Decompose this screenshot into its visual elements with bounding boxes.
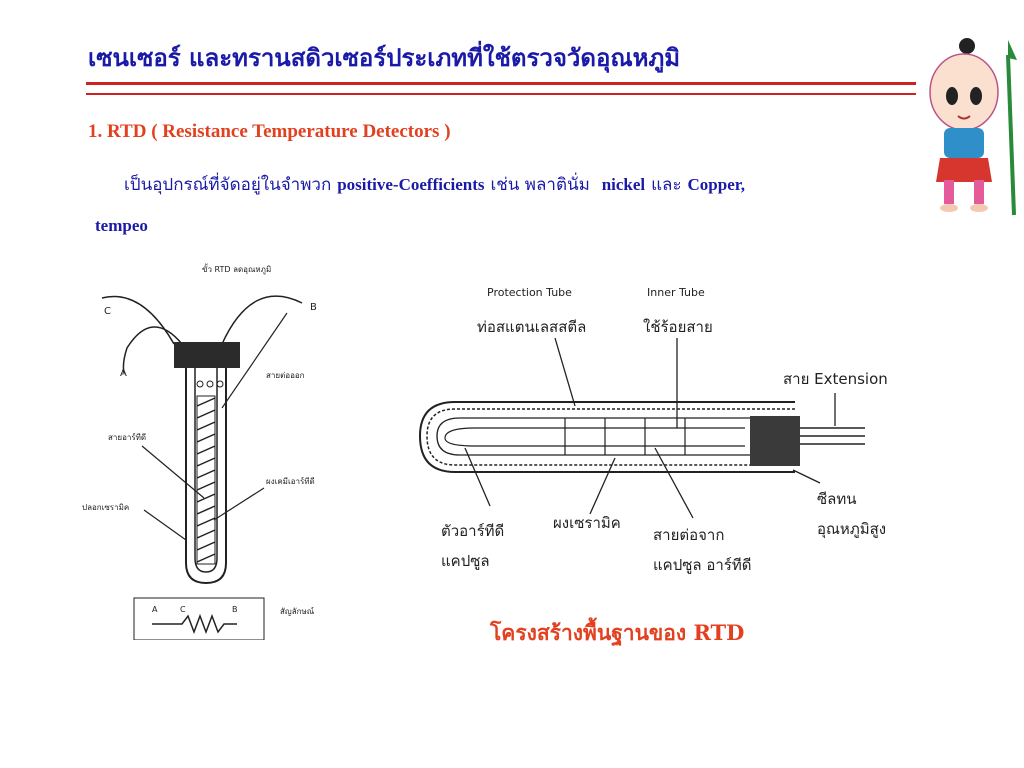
label-rtd-wire: สายอาร์ทีดี [108, 432, 146, 442]
lead-b [221, 295, 303, 345]
body-arrow [213, 487, 265, 521]
lead-c [101, 295, 175, 345]
label-inner-tube-en: Inner Tube [647, 286, 705, 299]
label-protection-tube-th: ท่อสแตนเลสสตีล [477, 318, 586, 336]
terminal-3 [216, 380, 224, 388]
label-a: A [120, 368, 127, 379]
label-sealant-1: ซีลทน [817, 490, 857, 508]
sym-label-c: C [180, 605, 186, 614]
description-line-2: tempeo [95, 216, 148, 235]
protection-tube-outer [418, 401, 795, 473]
probe-inner [194, 368, 218, 573]
title-rule [86, 82, 916, 95]
desc-term-1: positive-Coefficients [337, 175, 485, 194]
lead-a [122, 326, 183, 374]
desc-text-2: เช่น พลาตินั่ม [490, 175, 590, 195]
mascot-mouth [957, 115, 971, 120]
label-body: ผงเคมีเอาร์ทีดี [266, 476, 315, 486]
mascot-shirt [944, 128, 984, 158]
label-rtd-capsule-1: ตัวอาร์ทีดี [441, 522, 504, 540]
probe-sheath [185, 368, 227, 585]
inner-tube [436, 417, 755, 456]
label-wire-from-1: สายต่อจาก [653, 526, 724, 544]
label-sheath: ปลอกเซรามิค [82, 503, 129, 512]
protection-tube-inner [426, 408, 795, 466]
desc-text-3: และ [651, 175, 682, 195]
label-protection-tube-en: Protection Tube [487, 286, 572, 299]
rtd-wire-arrow [141, 445, 205, 499]
sheath-arrow [143, 509, 187, 541]
mascot-leg-right [974, 180, 984, 204]
lead-wire-arrow [221, 312, 288, 409]
resistor-symbol [152, 613, 237, 635]
mascot-staff-tip [1008, 40, 1017, 60]
rtd-element [196, 395, 216, 565]
terminal-2 [206, 380, 214, 388]
desc-term-2: nickel [601, 175, 646, 194]
probe-top-label: ขั้ว RTD ลดอุณหภูมิ [202, 263, 271, 275]
mascot-illustration [929, 38, 1017, 216]
symbol-box [133, 597, 265, 640]
terminal-1 [196, 380, 204, 388]
mascot-foot-right [970, 204, 988, 212]
mascot-eye-left [946, 87, 958, 105]
rtd-probe-diagram: ขั้ว RTD ลดอุณหภูมิ C A B สายต่อออก สายอ… [82, 263, 317, 640]
sym-label-a: A [152, 605, 158, 614]
label-inner-tube-th: ใช้ร้อยสาย [643, 318, 713, 336]
label-ceramic: ผงเซรามิค [553, 514, 621, 532]
protection-arrow [554, 337, 576, 407]
mascot-topknot [959, 38, 975, 54]
figure-caption: โครงสร้างพื้นฐานของ RTD [490, 620, 745, 645]
label-wire-from-2: แคปซูล อาร์ทีดี [653, 556, 751, 574]
mascot-foot-left [940, 204, 958, 212]
label-b: B [310, 302, 317, 313]
ceramic-arrow [589, 457, 616, 515]
desc-term-3: Copper, [687, 175, 745, 194]
rtd-capsule-loop [444, 427, 476, 447]
label-lead-wire: สายต่อออก [266, 371, 305, 380]
mascot-eye-right [970, 87, 982, 105]
rtd-winding [196, 397, 216, 563]
probe-head [174, 342, 240, 368]
capsule-arrow [464, 447, 491, 507]
label-sealant-2: อุณหภูมิสูง [817, 520, 886, 539]
slide-title: เซนเซอร์ และทรานสดิวเซอร์ประเภทที่ใช้ตรว… [88, 43, 681, 72]
mascot-leg-left [944, 180, 954, 204]
mascot-pants [936, 158, 992, 182]
desc-text-1: เป็นอุปกรณ์ที่จัดอยู่ในจำพวก [124, 175, 332, 195]
high-temp-seal [750, 416, 800, 466]
label-extension: สาย Extension [783, 370, 888, 388]
label-symbol: สัญลักษณ์ [280, 606, 315, 616]
rtd-assembly-diagram: Protection Tube ท่อสแตนเลสสตีล Inner Tub… [418, 286, 888, 574]
label-c: C [104, 306, 111, 317]
sym-label-b: B [232, 605, 238, 614]
seal-arrow [792, 469, 821, 484]
mascot-staff [1006, 54, 1016, 216]
section-heading: 1. RTD ( Resistance Temperature Detector… [88, 121, 451, 142]
label-rtd-capsule-2: แคปซูล [441, 552, 490, 570]
description-line-1: เป็นอุปกรณ์ที่จัดอยู่ในจำพวก positive-Co… [124, 171, 745, 198]
wire-from-arrow [654, 447, 694, 519]
